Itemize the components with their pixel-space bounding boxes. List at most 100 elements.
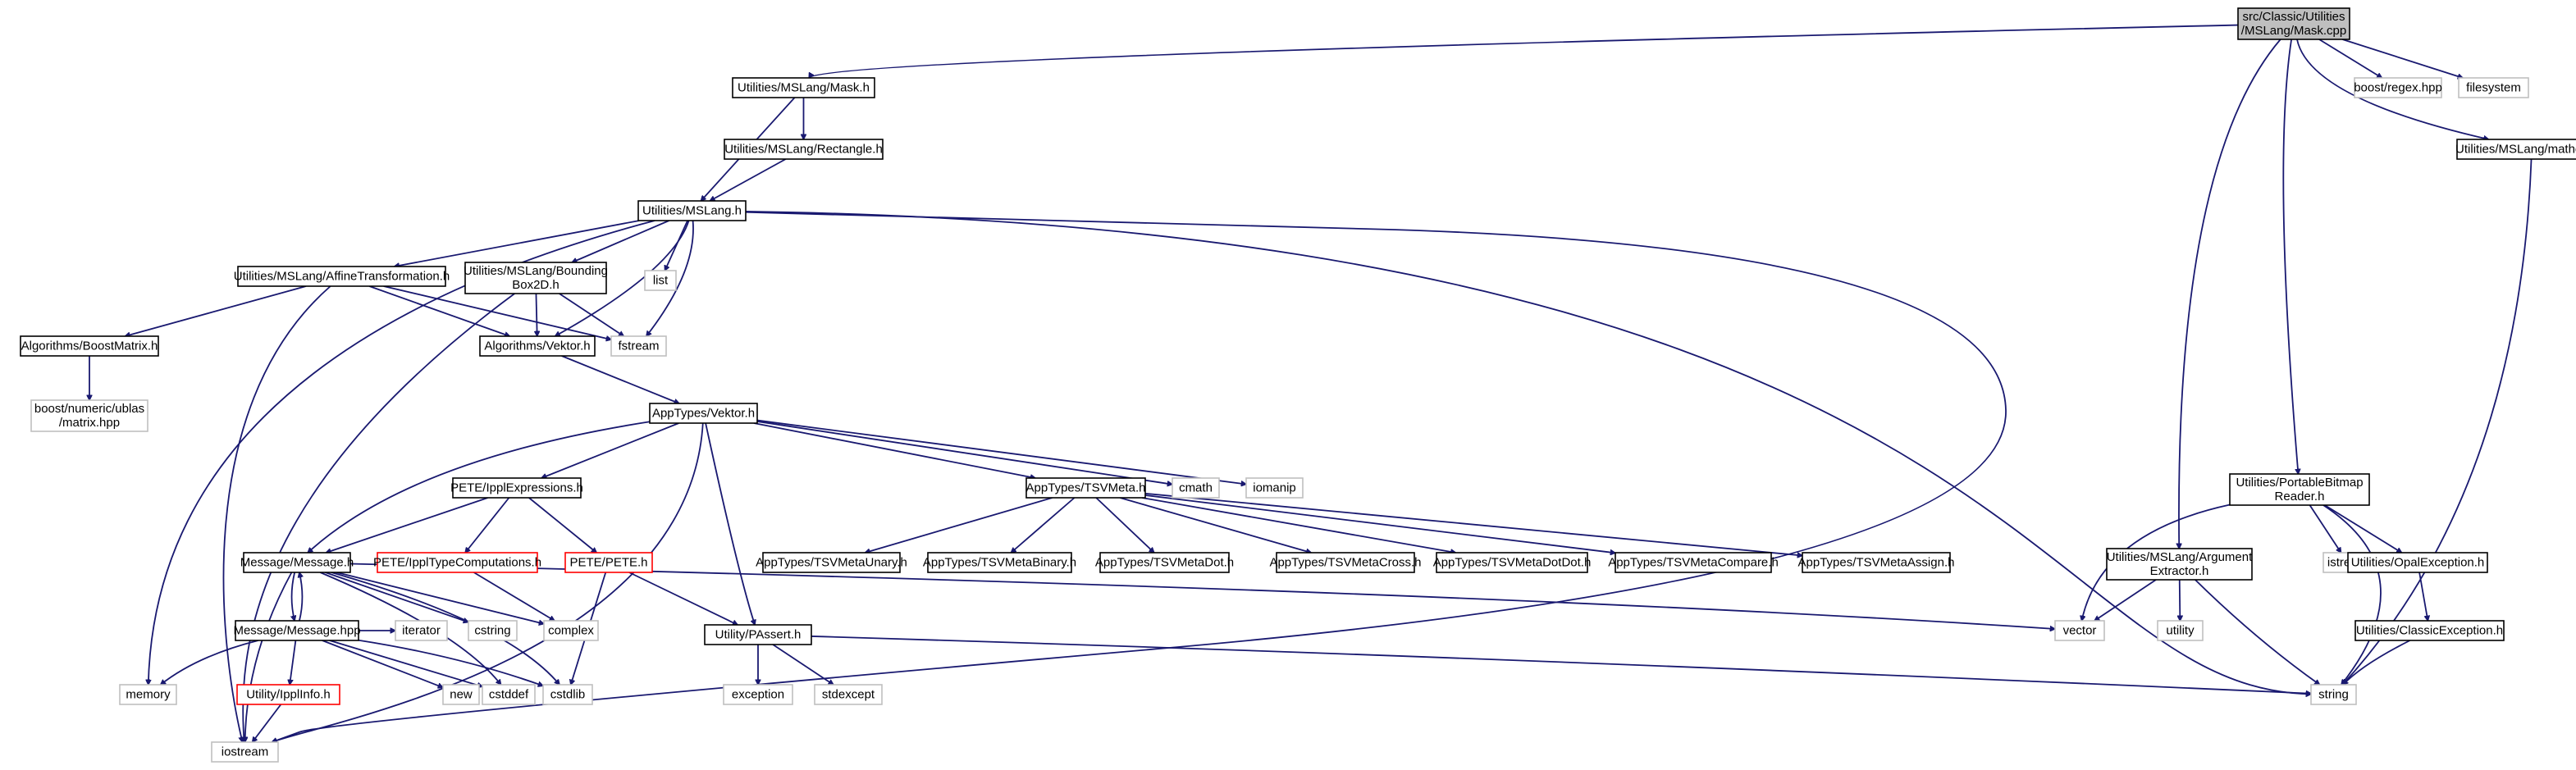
node-pete-h[interactable]: PETE/PETE.h — [564, 552, 653, 573]
node-box — [2458, 77, 2529, 98]
edge-app-vektor-to-pete-expr — [541, 422, 679, 478]
edge-app-vektor-to-cmath — [756, 421, 1172, 485]
edge-message-h-to-vector — [349, 563, 2055, 629]
node-box — [564, 552, 653, 573]
node-box — [637, 200, 747, 221]
node-label: Reader.h — [2275, 490, 2325, 503]
node-label: cstdlib — [550, 688, 586, 702]
node-mask-h[interactable]: Utilities/MSLang/Mask.h — [732, 77, 875, 98]
node-tsvmeta[interactable]: AppTypes/TSVMeta.h — [1025, 477, 1146, 499]
edge-passert-to-string — [811, 636, 2311, 694]
node-box — [2310, 684, 2357, 705]
edge-affine-to-fstream — [383, 285, 611, 339]
node-box — [610, 335, 667, 357]
edge-arg-extractor-to-vector — [2094, 579, 2157, 621]
node-affine[interactable]: Utilities/MSLang/AffineTransformation.h — [234, 266, 450, 287]
edge-opal-exc-to-classic-exc — [2418, 572, 2428, 621]
node-label: PETE/IpplExpressions.h — [450, 481, 583, 495]
node-label: Utilities/MSLang.h — [642, 204, 742, 218]
node-tsv-dotdot[interactable]: AppTypes/TSVMetaDotDot.h — [1433, 552, 1592, 573]
node-label: Utilities/OpalException.h — [2351, 556, 2485, 570]
node-box — [542, 684, 593, 705]
edge-ippl-typecomp-to-complex — [473, 572, 555, 622]
node-box — [442, 684, 480, 705]
node-label: cmath — [1179, 481, 1213, 495]
node-label: Message/Message.h — [240, 556, 354, 570]
edge-message-hpp-to-message-h — [299, 572, 303, 622]
node-cmath: cmath — [1172, 477, 1220, 499]
node-tsv-dot[interactable]: AppTypes/TSVMetaDot.h — [1095, 552, 1234, 573]
node-tsv-compare[interactable]: AppTypes/TSVMetaCompare.h — [1608, 552, 1779, 573]
edge-ippl-info-to-iostream — [253, 704, 282, 742]
node-new: new — [442, 684, 480, 705]
node-rectangle[interactable]: Utilities/MSLang/Rectangle.h — [724, 139, 884, 160]
node-box — [704, 624, 812, 645]
node-box — [236, 684, 340, 705]
node-label: AppTypes/TSVMetaUnary.h — [756, 556, 907, 570]
node-message-h[interactable]: Message/Message.h — [240, 552, 354, 573]
node-ippl-info[interactable]: Utility/IpplInfo.h — [236, 684, 340, 705]
node-cstring: cstring — [468, 620, 518, 641]
edge-app-vektor-to-iostream — [272, 422, 704, 742]
edge-message-h-to-message-hpp — [292, 572, 295, 621]
node-box — [30, 399, 148, 432]
node-box — [1025, 477, 1146, 499]
edge-message-h-to-cstring — [325, 572, 468, 622]
node-label: /MSLang/Mask.cpp — [2241, 24, 2346, 38]
node-opal-exc[interactable]: Utilities/OpalException.h — [2347, 552, 2488, 573]
node-utility: utility — [2157, 620, 2204, 641]
edge-tsvmeta-to-tsv-binary — [1011, 497, 1076, 553]
edge-message-hpp-to-cstdlib — [358, 639, 543, 686]
node-label: Utilities/MSLang/Rectangle.h — [724, 143, 883, 157]
node-box — [2456, 139, 2576, 160]
node-label: cstring — [474, 624, 510, 638]
node-label: PETE/IpplTypeComputations.h — [373, 556, 541, 570]
node-boostmatrix[interactable]: Algorithms/BoostMatrix.h — [20, 335, 159, 357]
node-box — [211, 741, 279, 763]
node-mslang[interactable]: Utilities/MSLang.h — [637, 200, 747, 221]
node-alg-vektor[interactable]: Algorithms/Vektor.h — [479, 335, 596, 357]
node-label: Utilities/MSLang/Bounding — [464, 264, 608, 278]
edge-app-vektor-to-message-h — [308, 421, 651, 553]
node-matheval[interactable]: Utilities/MSLang/matheval.h — [2455, 139, 2576, 160]
edge-mask-cpp-to-portable-bitmap — [2282, 39, 2298, 474]
node-tsv-unary[interactable]: AppTypes/TSVMetaUnary.h — [756, 552, 907, 573]
node-label: iomanip — [1253, 481, 1296, 495]
edge-rectangle-to-mslang — [710, 158, 787, 202]
node-label: stdexcept — [822, 688, 875, 702]
node-box — [762, 552, 901, 573]
edge-mask-cpp-to-boost-regex — [2318, 39, 2382, 78]
node-passert[interactable]: Utility/PAssert.h — [704, 624, 812, 645]
node-label: Utilities/PortableBitmap — [2236, 476, 2363, 490]
node-ippl-typecomp[interactable]: PETE/IpplTypeComputations.h — [373, 552, 541, 573]
node-tsv-assign[interactable]: AppTypes/TSVMetaAssign.h — [1798, 552, 1955, 573]
node-exception: exception — [723, 684, 793, 705]
node-string: string — [2310, 684, 2357, 705]
node-pete-expr[interactable]: PETE/IpplExpressions.h — [450, 477, 583, 499]
node-mask-cpp[interactable]: src/Classic/Utilities/MSLang/Mask.cpp — [2237, 7, 2350, 40]
edge-message-hpp-to-memory — [161, 640, 258, 685]
node-label: AppTypes/TSVMeta.h — [1026, 481, 1146, 495]
node-message-hpp[interactable]: Message/Message.hpp — [233, 620, 361, 641]
node-label: AppTypes/TSVMetaDot.h — [1095, 556, 1234, 570]
node-tsv-binary[interactable]: AppTypes/TSVMetaBinary.h — [923, 552, 1076, 573]
node-label: AppTypes/TSVMetaCross.h — [1269, 556, 1421, 570]
node-classic-exc[interactable]: Utilities/ClassicException.h — [2354, 620, 2505, 641]
node-box — [464, 262, 607, 294]
edge-mask-cpp-to-arg-extractor — [2179, 39, 2281, 549]
edge-mask-cpp-to-matheval — [2296, 39, 2489, 139]
node-box — [2157, 620, 2204, 641]
node-tsv-cross[interactable]: AppTypes/TSVMetaCross.h — [1269, 552, 1422, 573]
edge-pete-h-to-passert — [628, 572, 738, 626]
node-box — [1615, 552, 1772, 573]
node-label: fstream — [618, 339, 659, 353]
node-app-vektor[interactable]: AppTypes/Vektor.h — [649, 403, 758, 424]
node-iterator: iterator — [395, 620, 448, 641]
node-label: exception — [732, 688, 784, 702]
node-box — [235, 620, 359, 641]
edge-arg-extractor-to-string — [2195, 579, 2320, 685]
